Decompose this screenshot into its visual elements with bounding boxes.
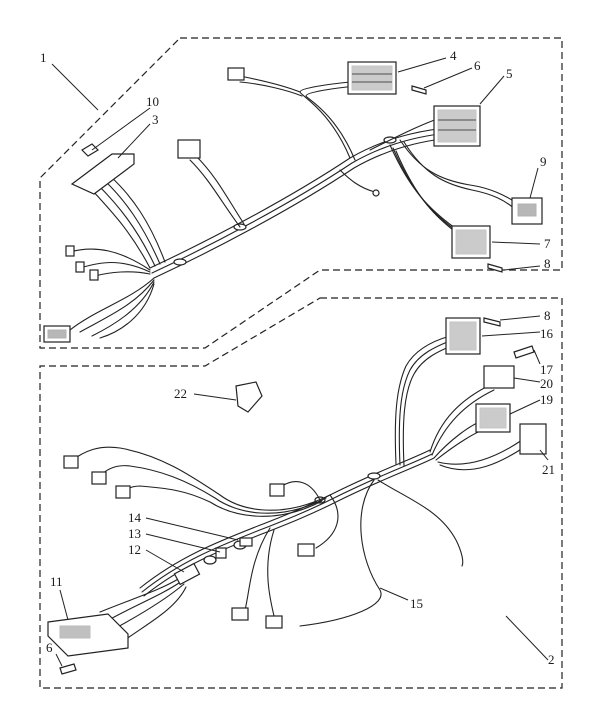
callout-9: 9 bbox=[540, 154, 547, 169]
callout-10: 10 bbox=[146, 94, 159, 109]
lower-leader-lines bbox=[55, 315, 549, 667]
terminal-end-mid bbox=[372, 189, 380, 197]
clip-22 bbox=[235, 381, 263, 413]
wire-15 bbox=[299, 479, 464, 627]
callout-7: 7 bbox=[544, 236, 551, 251]
upper-branch-left bbox=[69, 155, 245, 339]
connector-left-bottom bbox=[43, 325, 71, 343]
upper-branch-top bbox=[239, 75, 441, 161]
clip-10 bbox=[81, 143, 99, 157]
bracket-3 bbox=[70, 153, 135, 195]
upper-leader-lines bbox=[51, 57, 541, 271]
callout-15: 15 bbox=[410, 596, 423, 611]
sleeve-12-13-14 bbox=[173, 537, 253, 586]
callout-20: 20 bbox=[540, 376, 553, 391]
callout-14: 14 bbox=[128, 510, 142, 525]
connector-7 bbox=[451, 225, 491, 259]
callout-8-upper: 8 bbox=[544, 256, 551, 271]
lower-harness-assembly bbox=[39, 297, 563, 689]
upper-assembly-frame bbox=[39, 37, 563, 349]
connector-4 bbox=[347, 61, 397, 95]
terminals-left-upper-lower bbox=[63, 455, 131, 499]
callout-22: 22 bbox=[174, 386, 187, 401]
lower-branch-16 bbox=[394, 335, 457, 467]
callout-13: 13 bbox=[128, 526, 141, 541]
terminal-17 bbox=[513, 345, 535, 359]
connector-20 bbox=[483, 365, 515, 389]
callout-6-upper: 6 bbox=[474, 58, 481, 73]
connector-19 bbox=[475, 403, 511, 433]
connector-9 bbox=[511, 197, 543, 225]
lower-branch-mid bbox=[244, 481, 339, 621]
callout-21: 21 bbox=[542, 462, 555, 477]
terminals-bottom-lower bbox=[231, 607, 283, 629]
connector-16 bbox=[445, 317, 481, 355]
connector-5 bbox=[433, 105, 481, 147]
terminal-mid-lower bbox=[269, 483, 315, 557]
connector-21 bbox=[519, 423, 547, 455]
upper-harness-assembly bbox=[39, 37, 563, 349]
callout-4: 4 bbox=[450, 48, 457, 63]
connector-small-upper-mid bbox=[177, 139, 201, 159]
terminal-8-lower bbox=[483, 317, 501, 327]
callout-8-lower: 8 bbox=[544, 308, 551, 323]
terminal-8-upper bbox=[487, 263, 503, 273]
terminal-end-top bbox=[227, 67, 245, 81]
callout-2: 2 bbox=[548, 652, 555, 667]
terminal-6-lower bbox=[59, 663, 77, 675]
callout-17: 17 bbox=[540, 362, 554, 377]
callout-1: 1 bbox=[40, 50, 47, 65]
callout-16: 16 bbox=[540, 326, 554, 341]
connector-11 bbox=[47, 613, 129, 657]
callout-6-lower: 6 bbox=[46, 640, 53, 655]
callout-labels: 1 10 3 4 6 5 9 7 8 8 16 17 20 19 21 22 1… bbox=[40, 48, 555, 667]
lower-assembly-frame bbox=[39, 297, 563, 689]
callout-11: 11 bbox=[50, 574, 63, 589]
callout-12: 12 bbox=[128, 542, 141, 557]
callout-3: 3 bbox=[152, 112, 159, 127]
callout-19: 19 bbox=[540, 392, 553, 407]
upper-branch-right bbox=[339, 139, 521, 237]
terminals-left-group bbox=[65, 245, 99, 281]
terminal-6-upper bbox=[411, 85, 427, 95]
callout-5: 5 bbox=[506, 66, 513, 81]
